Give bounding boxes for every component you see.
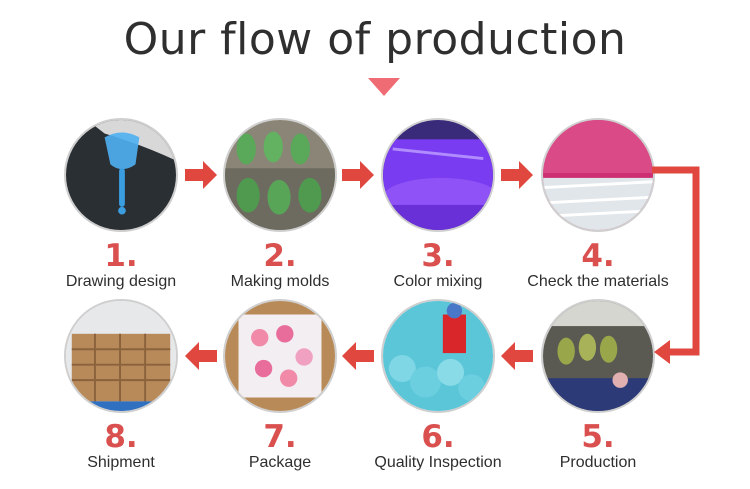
step-quality-inspection: 6. Quality Inspection [358,299,518,472]
quality-inspection-image [381,299,495,413]
arrow-left-icon [501,342,533,370]
production-image [541,299,655,413]
step-number: 2. [263,238,297,274]
arrow-right-icon [501,161,533,189]
step-check-materials: 4. Check the materials [518,118,678,291]
step-color-mixing: 3. Color mixing [358,118,518,291]
step-label: Quality Inspection [374,454,502,471]
step-production: 5. Production [518,299,678,472]
shipment-image [64,299,178,413]
drawing-design-image [64,118,178,232]
step-number: 3. [421,238,455,274]
step-label: Package [248,454,312,471]
step-label: Drawing design [65,273,177,290]
down-arrow-icon [368,78,400,96]
step-number: 4. [581,238,615,274]
step-package: 7. Package [200,299,360,472]
step-drawing-design: 1. Drawing design [41,118,201,291]
making-molds-image [223,118,337,232]
step-number: 1. [104,238,138,274]
step-label: Shipment [87,454,155,471]
step-label: Production [559,454,637,471]
package-image [223,299,337,413]
step-label: Check the materials [527,273,669,290]
page-title: Our flow of production [123,14,627,65]
connector-arrow-icon [652,166,700,364]
step-number: 8. [104,419,138,455]
arrow-right-icon [342,161,374,189]
arrow-right-icon [185,161,217,189]
step-making-molds: 2. Making molds [200,118,360,291]
step-shipment: 8. Shipment [41,299,201,472]
arrow-left-icon [342,342,374,370]
color-mixing-image [381,118,495,232]
step-label: Color mixing [393,273,483,290]
check-materials-image [541,118,655,232]
arrow-left-icon [185,342,217,370]
step-number: 5. [581,419,615,455]
step-number: 7. [263,419,297,455]
step-number: 6. [421,419,455,455]
step-label: Making molds [230,273,330,290]
